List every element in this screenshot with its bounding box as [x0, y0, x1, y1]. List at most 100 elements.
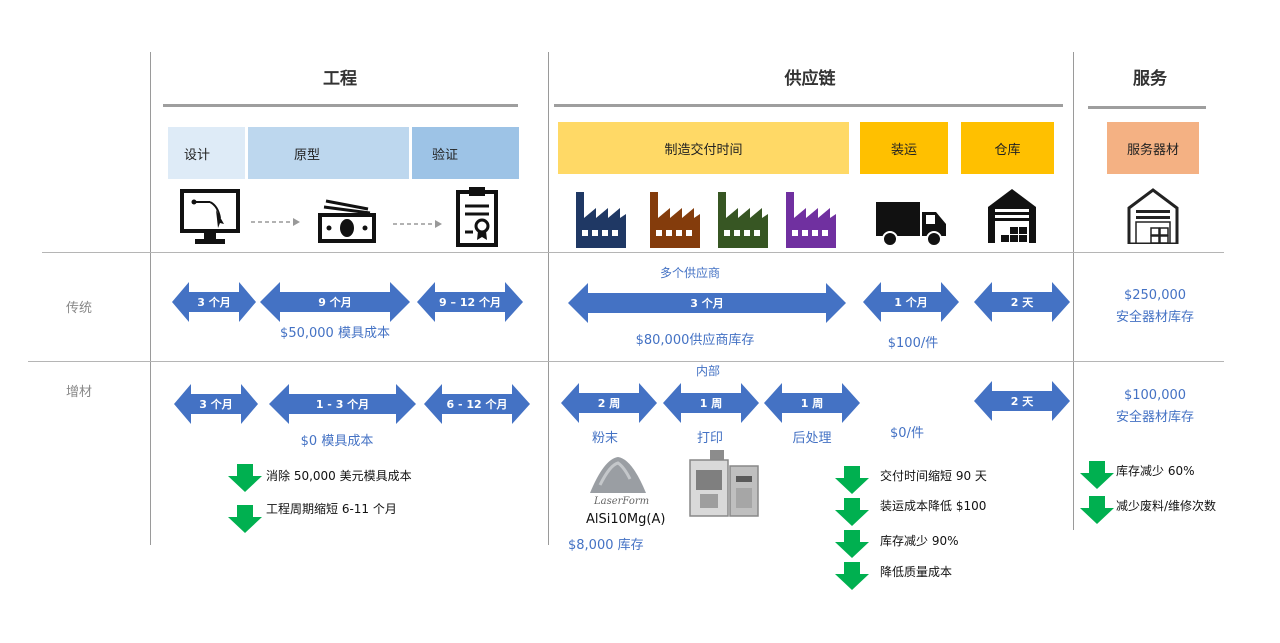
- benefit-text: 消除 50,000 美元模具成本: [266, 469, 412, 483]
- phase-warehouse-label: 仓库: [994, 142, 1021, 158]
- dashed-connector-2: [393, 214, 443, 233]
- arrow-label: 1 周: [699, 397, 723, 410]
- truck-icon: [874, 198, 948, 252]
- phase-prototype-label: 原型: [294, 147, 321, 163]
- benefit-text: 减少废料/维修次数: [1116, 499, 1217, 513]
- arrow-label: 3 个月: [199, 398, 233, 411]
- powder-label: 粉末: [591, 431, 618, 446]
- warehouse-icon: [1127, 188, 1179, 248]
- factory-icon: [784, 188, 838, 252]
- timeline-arrow: 1 周: [663, 383, 759, 423]
- timeline-arrow: 9 个月: [260, 282, 410, 322]
- phase-prototype: 原型: [248, 127, 409, 179]
- timeline-arrow: 1 - 3 个月: [269, 384, 416, 424]
- row-label-traditional: 传统: [66, 301, 93, 316]
- down-arrow-icon: [228, 464, 262, 496]
- arrow-label: 9 – 12 个月: [439, 296, 501, 309]
- printer-machine-icon: [686, 448, 764, 524]
- down-arrow-icon: [228, 505, 262, 537]
- timeline-arrow: 2 天: [974, 381, 1070, 421]
- phase-service-parts-label: 服务器材: [1126, 142, 1179, 158]
- section-rule-engineering: [163, 104, 518, 107]
- timeline-arrow: 2 周: [561, 383, 657, 423]
- down-arrow-icon: [835, 562, 869, 594]
- post-process-label: 后处理: [792, 431, 832, 446]
- arrow-label: 1 周: [800, 397, 824, 410]
- timeline-arrow: 2 天: [974, 282, 1070, 322]
- row-divider-top: [42, 252, 1224, 253]
- phase-manufacturing: 制造交付时间: [558, 122, 849, 174]
- down-arrow-icon: [835, 498, 869, 530]
- service-value-additive: $100,000: [1123, 388, 1187, 403]
- phase-design-label: 设计: [184, 147, 211, 163]
- arrow-label: 1 个月: [894, 296, 928, 309]
- dashed-connector-1: [251, 212, 301, 231]
- material-label: AlSi10Mg(A): [586, 512, 666, 527]
- row-divider-mid: [28, 361, 1224, 362]
- phase-shipping-label: 装运: [890, 142, 917, 158]
- service-label-additive: 安全器材库存: [1115, 410, 1194, 425]
- powder-brand-label: LaserForm: [594, 496, 650, 507]
- material-inventory-label: $8,000 库存: [568, 538, 644, 553]
- benefit-text: 库存减少 90%: [880, 534, 959, 548]
- timeline-arrow: 3 个月: [174, 384, 258, 424]
- warehouse-icon: [986, 187, 1038, 247]
- monitor-icon: [180, 188, 240, 252]
- phase-validation-label: 验证: [432, 147, 459, 163]
- timeline-arrow: 1 个月: [863, 282, 959, 322]
- down-arrow-icon: [1080, 496, 1114, 528]
- divider-left: [150, 52, 151, 545]
- divider-right: [1073, 52, 1074, 530]
- arrow-label: 2 周: [597, 397, 621, 410]
- benefit-text: 降低质量成本: [880, 565, 953, 579]
- benefit-text: 库存减少 60%: [1116, 464, 1195, 478]
- service-label-traditional: 安全器材库存: [1115, 310, 1194, 325]
- factory-icon: [574, 188, 628, 252]
- down-arrow-icon: [835, 466, 869, 498]
- multi-supplier-label: 多个供应商: [659, 266, 720, 280]
- timeline-arrow: 9 – 12 个月: [417, 282, 523, 322]
- section-title-service: 服务: [1133, 69, 1167, 89]
- phase-service-parts: 服务器材: [1107, 122, 1199, 174]
- powder-icon: [586, 455, 648, 499]
- factory-icon: [648, 188, 702, 252]
- arrow-label: 3 个月: [197, 296, 231, 309]
- arrow-label: 2 天: [1010, 395, 1034, 408]
- phase-manufacturing-label: 制造交付时间: [664, 142, 743, 158]
- arrow-label: 9 个月: [318, 296, 352, 309]
- row-label-additive: 增材: [66, 385, 93, 400]
- tooling-cost-traditional: $50,000 模具成本: [280, 326, 390, 341]
- timeline-arrow: 6 - 12 个月: [424, 384, 530, 424]
- tooling-cost-additive: $0 模具成本: [300, 434, 374, 449]
- certificate-icon: [455, 186, 499, 252]
- arrow-label: 6 - 12 个月: [446, 398, 508, 411]
- print-label: 打印: [696, 431, 723, 446]
- factory-icon: [716, 188, 770, 252]
- section-rule-service: [1088, 106, 1206, 109]
- timeline-arrow: 3 个月: [172, 282, 256, 322]
- phase-design: 设计: [168, 127, 245, 179]
- section-title-supply-chain: 供应链: [784, 69, 836, 89]
- down-arrow-icon: [1080, 461, 1114, 493]
- ship-cost-traditional: $100/件: [887, 336, 939, 351]
- timeline-arrow: 1 周: [764, 383, 860, 423]
- timeline-arrow: 3 个月: [568, 283, 846, 323]
- benefit-text: 交付时间缩短 90 天: [880, 469, 987, 483]
- benefit-text: 工程周期缩短 6-11 个月: [266, 502, 397, 516]
- arrow-label: 2 天: [1010, 296, 1034, 309]
- down-arrow-icon: [835, 530, 869, 562]
- phase-shipping: 装运: [860, 122, 948, 174]
- benefit-text: 装运成本降低 $100: [880, 499, 987, 513]
- supplier-inventory-label: $80,000供应商库存: [635, 333, 755, 348]
- divider-mid: [548, 52, 549, 545]
- money-icon: [318, 195, 376, 247]
- arrow-label: 1 - 3 个月: [315, 398, 370, 411]
- in-house-label: 内部: [695, 364, 720, 378]
- service-value-traditional: $250,000: [1123, 288, 1187, 303]
- section-rule-supply-chain: [554, 104, 1063, 107]
- arrow-label: 3 个月: [690, 297, 724, 310]
- section-title-engineering: 工程: [323, 69, 357, 89]
- ship-cost-additive: $0/件: [890, 426, 924, 441]
- phase-warehouse: 仓库: [961, 122, 1054, 174]
- phase-validation: 验证: [412, 127, 519, 179]
